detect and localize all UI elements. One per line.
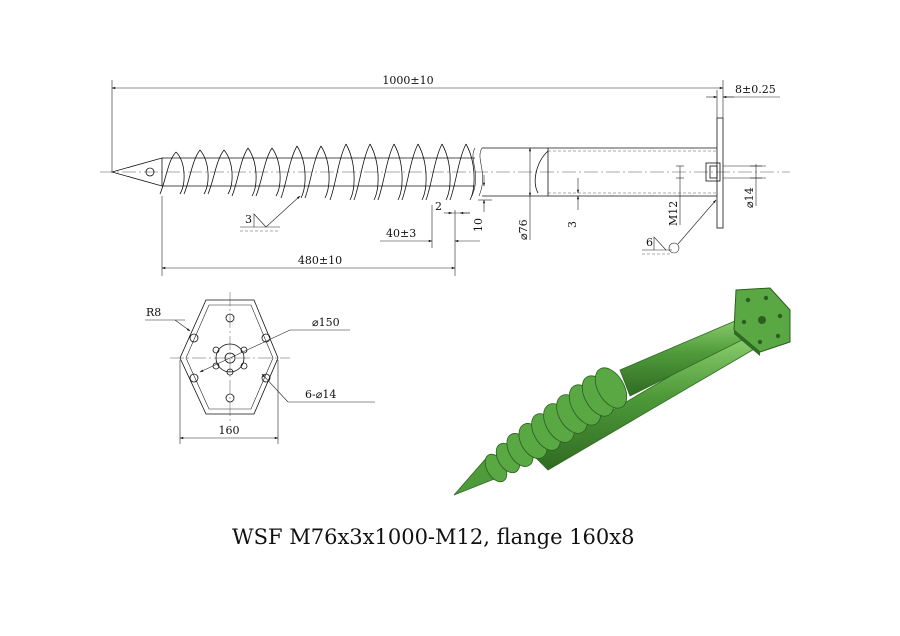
pile-3d-render xyxy=(453,287,791,496)
bore-dim: ⌀14 xyxy=(743,187,756,208)
svg-text:6: 6 xyxy=(646,236,653,249)
corner-radius-dim: R8 xyxy=(146,306,161,319)
bolt-holes xyxy=(189,313,271,403)
thread-dim: M12 xyxy=(667,201,680,226)
wall-thickness-dim: 3 xyxy=(566,221,579,228)
main-tube xyxy=(482,147,717,197)
tube-diameter-dim: ⌀76 xyxy=(517,219,530,240)
flange-width-dim: 160 xyxy=(219,424,240,437)
tip-hole xyxy=(145,167,155,177)
helix-blades xyxy=(159,143,475,201)
tip-offset-dim: 40±3 xyxy=(386,227,416,240)
blade-gap-dim: 10 xyxy=(472,218,485,232)
flange-hexagon xyxy=(179,299,279,415)
svg-text:3: 3 xyxy=(245,213,252,226)
pile-tip xyxy=(110,157,163,187)
side-view: 1000±10 8±0.25 480±10 40±3 2 10 ⌀76 xyxy=(100,74,790,276)
weld-symbol-flange: 6 xyxy=(642,199,717,255)
flange-top-view: R8 ⌀150 6-⌀14 160 xyxy=(145,292,375,444)
flange-thickness-dim: 8±0.25 xyxy=(735,83,776,96)
drawing-caption: WSF M76x3x1000-M12, flange 160x8 xyxy=(232,525,635,549)
overall-length-dim: 1000±10 xyxy=(382,74,433,87)
bolt-circle-dim: ⌀150 xyxy=(312,316,340,329)
weld-symbol-tip: 3 xyxy=(240,195,301,232)
nut xyxy=(709,165,718,179)
helix-length-dim: 480±10 xyxy=(298,254,342,267)
holes-dim: 6-⌀14 xyxy=(305,388,336,401)
blade-thickness-dim: 2 xyxy=(435,200,442,213)
